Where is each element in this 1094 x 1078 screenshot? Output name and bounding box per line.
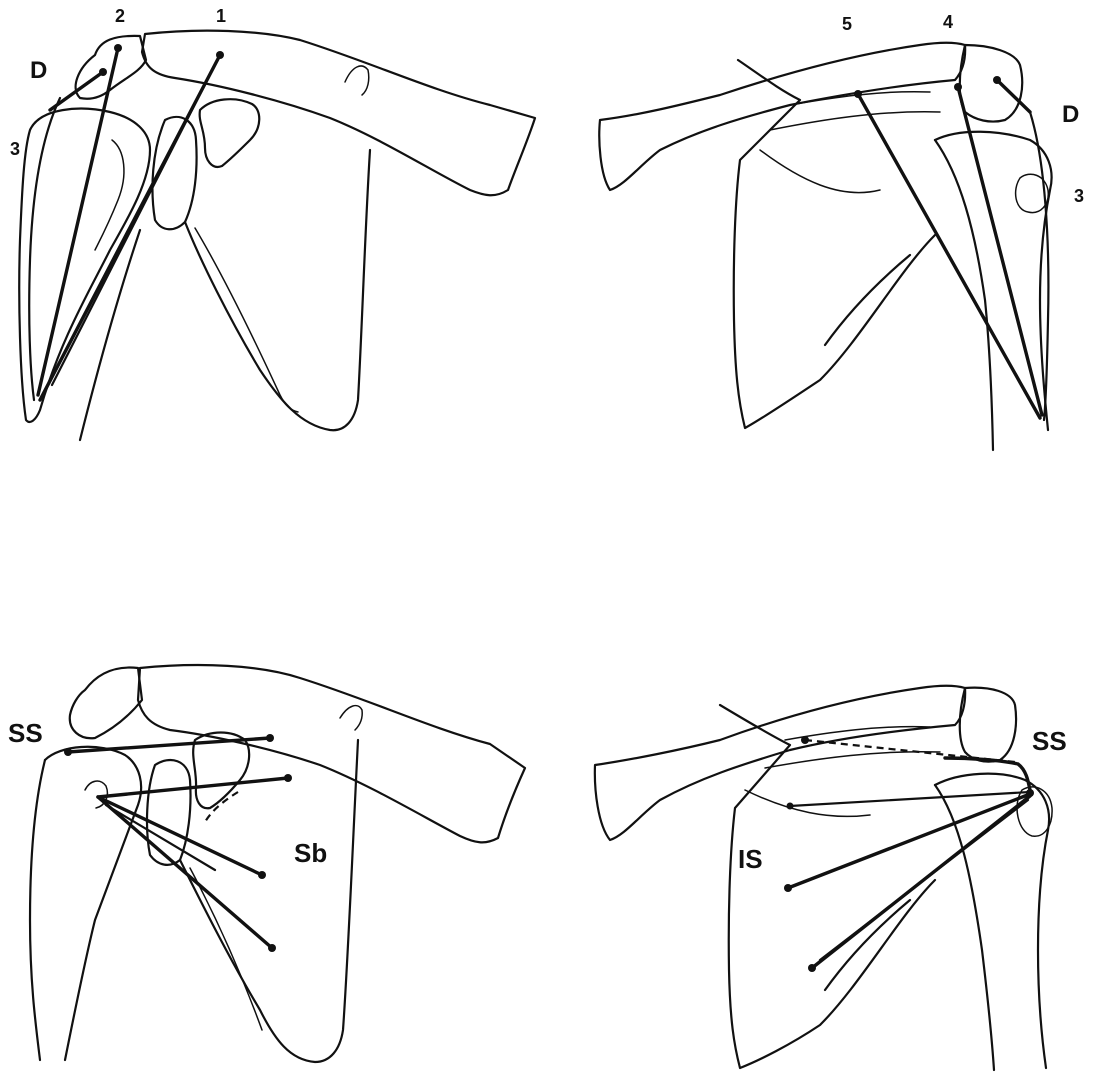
origin-dot-4 <box>954 83 962 91</box>
insertion-dot <box>1026 789 1034 797</box>
panel-top-right: D 3 4 5 <box>599 12 1084 450</box>
muscle-line-3 <box>29 98 60 400</box>
scapula-body <box>720 705 935 1068</box>
muscle-line-4 <box>958 87 1042 415</box>
label-4: 4 <box>943 12 953 32</box>
origin-dot-is-upper <box>787 803 794 810</box>
panel-top-left: D 1 2 3 <box>10 6 535 440</box>
scapula-body <box>734 60 935 428</box>
scapula-superior <box>345 66 369 95</box>
muscle-line-sb-lower <box>98 797 272 948</box>
humerus-shaft <box>80 230 140 440</box>
label-sb: Sb <box>294 838 327 868</box>
greater-tuberosity <box>1017 787 1052 836</box>
origin-dot-is-lower <box>808 964 816 972</box>
scapula-spine-edge <box>195 228 298 412</box>
panel-bottom-left: SS Sb <box>8 665 525 1062</box>
label-is: IS <box>738 844 763 874</box>
label-ss: SS <box>8 718 43 748</box>
muscle-line-is-upper <box>790 792 1030 806</box>
origin-dot-1 <box>216 51 224 59</box>
scapula-superior <box>340 706 362 730</box>
muscle-line-is-lower2 <box>820 800 1028 960</box>
origin-dot-d <box>993 76 1001 84</box>
origin-dot-ss <box>801 736 809 744</box>
origin-dot-sb-middle <box>258 871 266 879</box>
muscle-line-ss <box>68 738 270 752</box>
label-5: 5 <box>842 14 852 34</box>
infraspinous-ridge <box>760 150 880 193</box>
scapula-lateral-border <box>825 255 910 345</box>
muscle-line-sb-middle <box>98 797 262 875</box>
humerus-head <box>19 109 150 422</box>
origin-dot-ss <box>266 734 274 742</box>
origin-dot-sb-lower <box>268 944 276 952</box>
acromion <box>76 36 146 99</box>
origin-dot-5 <box>854 90 862 98</box>
label-d: D <box>30 57 47 84</box>
glenoid <box>147 760 191 865</box>
insertion-dot-ss <box>64 748 72 756</box>
muscle-line-d <box>997 80 1030 112</box>
label-d: D <box>1062 101 1079 128</box>
muscle-line-sb-mid2 <box>106 805 215 870</box>
muscle-line-5 <box>858 94 1040 418</box>
label-3: 3 <box>1074 186 1084 206</box>
label-ss: SS <box>1032 726 1067 756</box>
clavicle <box>142 31 535 196</box>
origin-dot-d <box>99 68 107 76</box>
acromion <box>960 45 1022 122</box>
label-1: 1 <box>216 6 226 26</box>
label-2: 2 <box>115 6 125 26</box>
panel-bottom-right: SS IS <box>595 686 1067 1070</box>
clavicle <box>595 686 965 840</box>
humerus-outer <box>30 760 45 1060</box>
muscle-line-is-middle <box>788 794 1030 888</box>
acromion <box>70 668 142 739</box>
scapula-spine-lower <box>765 752 940 768</box>
muscle-line-sb-upper <box>98 778 288 797</box>
acromion <box>960 688 1016 762</box>
origin-dot-sb-upper <box>284 774 292 782</box>
clavicle <box>138 665 525 842</box>
label-3: 3 <box>10 139 20 159</box>
origin-dot-2 <box>114 44 122 52</box>
origin-dot-is-middle <box>784 884 792 892</box>
coracoid <box>200 99 260 167</box>
scapula-spine-lower <box>770 112 940 130</box>
